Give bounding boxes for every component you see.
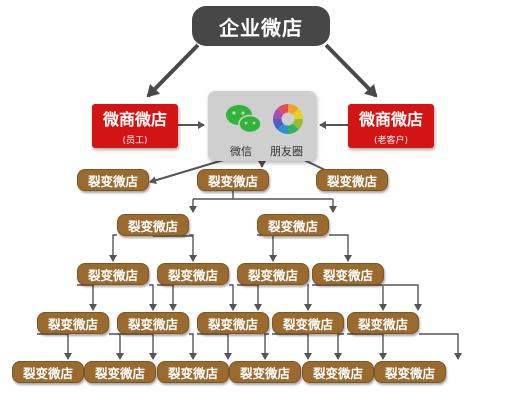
connector-arrow: [109, 333, 124, 360]
connector-arrow: [197, 333, 232, 360]
connector-arrow: [37, 333, 72, 360]
fission-store-node: 裂变微店: [157, 263, 229, 285]
employee-store-node: 微商微店 (员工): [92, 104, 178, 148]
employee-store-label: 微商微店: [102, 110, 167, 129]
connector-arrow: [329, 234, 352, 262]
connector-arrow: [229, 284, 237, 311]
fission-store-node: 裂变微店: [197, 169, 269, 191]
connector-arrow: [334, 333, 344, 360]
connector-arrow: [109, 234, 117, 262]
customer-store-label: 微商微店: [358, 110, 423, 129]
connector-arrow: [304, 284, 312, 311]
connector-arrow: [312, 284, 387, 311]
connector-arrow: [149, 284, 157, 311]
fission-store-node: 裂变微店: [312, 263, 384, 285]
fission-store-node: 裂变微店: [117, 214, 189, 236]
connector-arrow: [189, 333, 197, 360]
connector-arrow: [77, 284, 97, 311]
enterprise-store-node: 企业微店: [192, 6, 330, 46]
fission-store-node: 裂变微店: [272, 312, 344, 334]
fission-store-node: 裂变微店: [257, 214, 329, 236]
connector-arrow: [261, 333, 269, 360]
connector-arrow: [157, 284, 177, 311]
fission-store-node: 裂变微店: [347, 312, 419, 334]
connector-arrow: [146, 43, 200, 98]
fission-store-node: 裂变微店: [197, 312, 269, 334]
enterprise-store-label: 企业微店: [219, 15, 303, 40]
wechat-label: 微信: [230, 145, 252, 158]
fission-store-node: 裂变微店: [374, 361, 446, 383]
fission-store-node: 裂变微店: [117, 312, 189, 334]
fission-store-node: 裂变微店: [77, 169, 149, 191]
connector-arrow: [117, 333, 157, 360]
fission-store-node: 裂变微店: [12, 361, 84, 383]
connector-arrow: [347, 333, 387, 360]
fission-store-node: 裂变微店: [157, 361, 229, 383]
connector-arrow: [149, 157, 231, 185]
fission-store-node: 裂变微店: [316, 169, 388, 191]
connector-arrow: [237, 284, 262, 311]
fission-store-node: 裂变微店: [84, 361, 156, 383]
connector-arrow: [384, 284, 422, 311]
wechat-icon: [226, 105, 262, 134]
connector-arrow: [257, 234, 277, 262]
connector-arrow: [419, 333, 462, 360]
fission-store-node: 裂变微店: [229, 361, 301, 383]
fission-store-node: 裂变微店: [37, 312, 109, 334]
connector-arrow: [189, 234, 197, 262]
employee-store-sub: (员工): [122, 136, 148, 146]
fission-store-node: 裂变微店: [237, 263, 309, 285]
moments-icon: [273, 104, 303, 134]
hub-icons: [226, 104, 303, 134]
wechat-moments-hub: 微信 朋友圈: [208, 91, 316, 161]
moments-label: 朋友圈: [270, 145, 303, 158]
connector-arrow: [272, 333, 312, 360]
customer-store-node: 微商微店 (老客户): [348, 104, 434, 148]
fission-store-node: 裂变微店: [77, 263, 149, 285]
connector-arrow: [324, 43, 378, 98]
fission-store-node: 裂变微店: [302, 361, 374, 383]
customer-store-sub: (老客户): [373, 136, 409, 146]
